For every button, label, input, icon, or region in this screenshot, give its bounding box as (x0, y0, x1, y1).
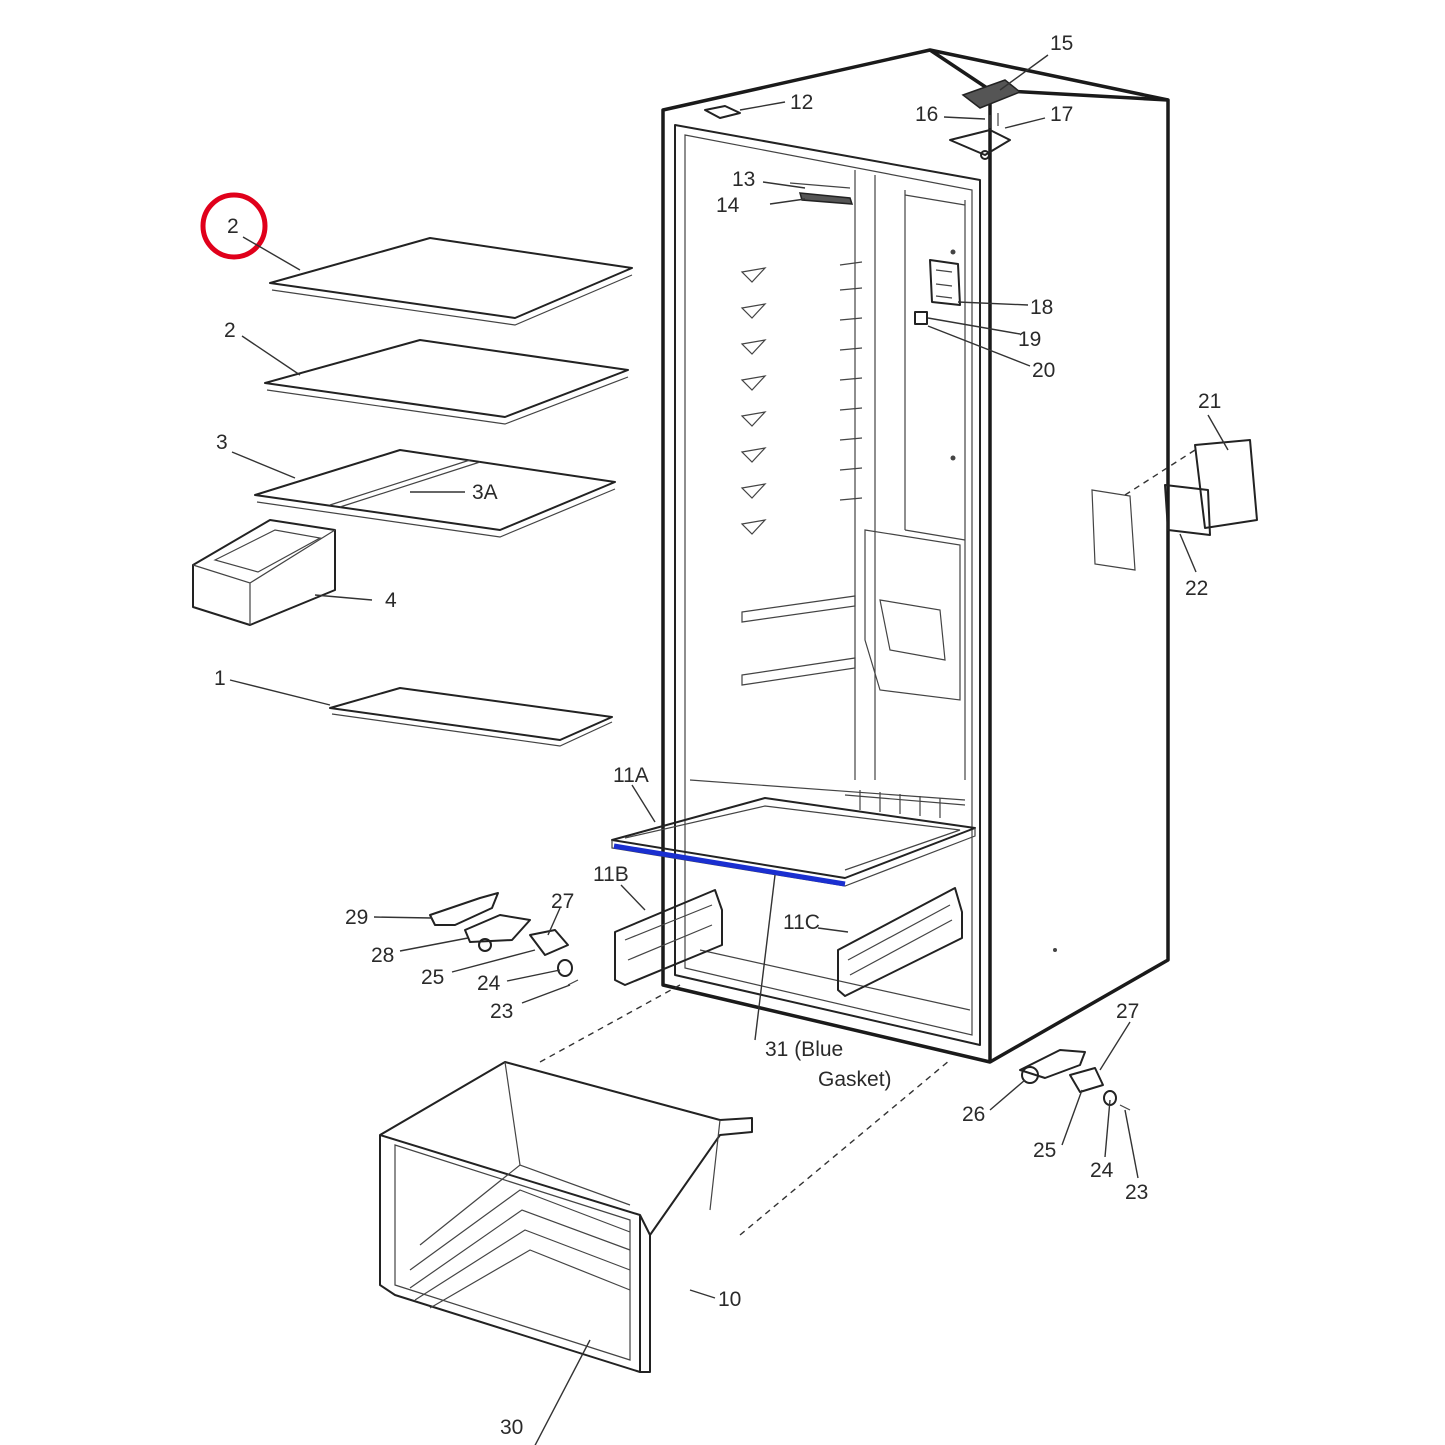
label-27-left: 27 (551, 890, 574, 913)
label-29: 29 (345, 906, 368, 929)
shelf-2-top (269, 237, 633, 326)
label-13: 13 (732, 168, 755, 191)
label-23-right: 23 (1125, 1181, 1148, 1204)
label-14: 14 (716, 194, 740, 217)
label-12: 12 (790, 91, 813, 114)
label-28: 28 (371, 944, 394, 967)
label-31-line1: 31 (Blue (765, 1038, 843, 1061)
blue-gasket (613, 843, 846, 887)
crisper-drawer (379, 1061, 753, 1373)
rail-11c (837, 887, 963, 997)
shelf-1 (329, 687, 613, 747)
rail-11b (614, 889, 723, 986)
control-components (704, 79, 1258, 536)
highlight-circle (200, 192, 268, 260)
label-2-second: 2 (224, 319, 236, 342)
label-11b: 11B (593, 863, 629, 886)
label-3: 3 (216, 431, 228, 454)
label-3a: 3A (472, 481, 498, 504)
label-24-left: 24 (477, 972, 501, 995)
part-labels: 2 2 3 3A 4 1 11A 11B 11C 31 (Blue Gasket… (214, 32, 1221, 1439)
shelf-3 (254, 449, 616, 538)
label-2-top: 2 (227, 215, 239, 238)
label-22: 22 (1185, 577, 1208, 600)
label-11c: 11C (783, 911, 820, 934)
label-15: 15 (1050, 32, 1073, 55)
label-30: 30 (500, 1416, 523, 1439)
label-18: 18 (1030, 296, 1053, 319)
cabinet (661, 48, 1170, 1064)
shelf-2-second (264, 339, 629, 425)
label-25-left: 25 (421, 966, 444, 989)
label-17: 17 (1050, 103, 1073, 126)
label-10: 10 (718, 1288, 741, 1311)
label-20: 20 (1032, 359, 1055, 382)
label-11a: 11A (613, 764, 649, 787)
label-16: 16 (915, 103, 938, 126)
label-4: 4 (385, 589, 397, 612)
label-21: 21 (1198, 390, 1221, 413)
label-25-right: 25 (1033, 1139, 1056, 1162)
label-26: 26 (962, 1103, 985, 1126)
leader-lines (229, 54, 1229, 1445)
label-31-line2: Gasket) (818, 1068, 892, 1091)
label-23-left: 23 (490, 1000, 513, 1023)
bin-4 (192, 519, 336, 626)
hinge-parts-left (429, 892, 579, 986)
label-1: 1 (214, 667, 226, 690)
label-27-right: 27 (1116, 1000, 1139, 1023)
shelf-11a (611, 797, 976, 887)
label-24-right: 24 (1090, 1159, 1114, 1182)
label-19: 19 (1018, 328, 1041, 351)
hinge-parts-right (1019, 1049, 1131, 1111)
